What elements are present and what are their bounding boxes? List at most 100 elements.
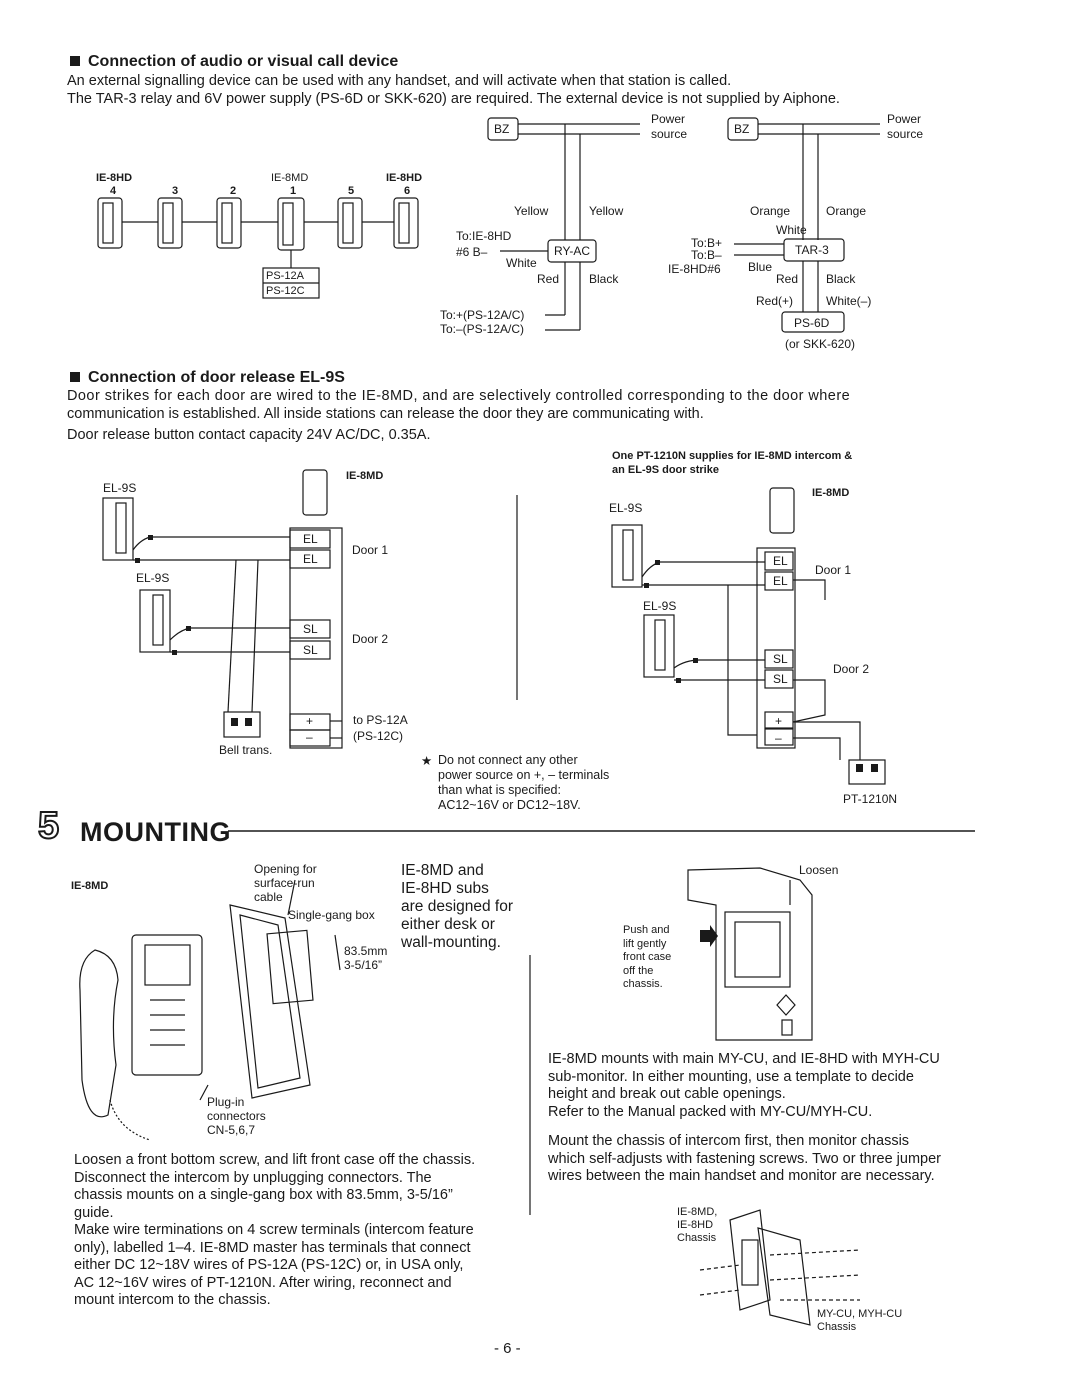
sl-terminal-r1: SL [773,652,788,666]
door-right-el9s-a: EL-9S [609,501,643,515]
page-number: - 6 - [494,1340,521,1357]
el-terminal-2: EL [303,552,318,566]
door-right-ie8md: IE-8MD [812,487,850,499]
ry-ac-box: RY-AC [554,244,591,258]
door-1-right: Door 1 [815,563,852,577]
to-ps12a: to PS-12A [353,713,408,727]
el-terminal-r1: EL [773,554,788,568]
mycu-line: Chassis [817,1321,857,1333]
plug-in-line-1: Plug-in [207,1095,245,1109]
opening-line-1: Opening for [254,862,317,876]
tar-3-box: TAR-3 [795,243,829,257]
door-line-1: Door strikes for each door are wired to … [67,388,851,404]
note-line-4: AC12~16V or DC12~18V. [438,798,581,812]
sl-terminal-r2: SL [773,672,788,686]
b6-label: #6 B– [456,245,488,259]
ps12c-paren: (PS-12C) [353,729,404,743]
plug-in-line-2: connectors [207,1109,266,1123]
door-1-label: Door 1 [352,543,389,557]
pt-caption-2: an EL-9S door strike [612,464,719,476]
bz-right: BZ [734,122,750,136]
paragraph-line: chassis mounts on a single-gang box with… [74,1187,453,1203]
source-right: source [887,127,924,141]
note-line-3: than what is specified: [438,783,561,797]
dim-inch: 3-5/16” [344,958,383,972]
door-2-label: Door 2 [352,632,389,646]
to-plus: To:+(PS-12A/C) [440,308,525,322]
bullet-square-icon [70,56,80,66]
ps12c-label: PS-12C [266,285,305,297]
plug-in-line-3: CN-5,6,7 [207,1123,256,1137]
white-minus: White(–) [826,294,872,308]
door-line-3: Door release button contact capacity 24V… [67,427,431,443]
label-ie8hd: IE-8HD [96,172,133,184]
white-right: White [776,223,807,237]
power-left: Power [651,112,686,126]
door-2-right: Door 2 [833,662,870,676]
paragraph-line: Refer to the Manual packed with MY-CU/MY… [548,1103,873,1120]
red-right: Red [776,272,799,286]
to-minus: To:–(PS-12A/C) [440,322,525,336]
door-right-diagram [611,487,886,785]
minus-terminal: – [306,730,313,744]
intro-line: are designed for [401,898,514,915]
paragraph-line: Make wire terminations on 4 screw termin… [74,1222,474,1238]
plus-terminal: + [306,714,314,728]
paragraph-line: height and break out cable openings. [548,1086,786,1102]
push-caption: Push and lift gently front case off the … [623,924,671,992]
station-3: 3 [172,185,179,197]
intro-line: IE-8HD subs [401,880,489,897]
station-handsets [97,197,419,299]
ps12a-label: PS-12A [266,270,304,282]
paragraph-line: Mount the chassis of intercom first, the… [548,1133,910,1149]
section-title: MOUNTING [80,817,231,847]
ps-6d-box: PS-6D [794,316,830,330]
station-5: 5 [348,185,355,197]
mounting-right-text-2: Mount the chassis of intercom first, the… [548,1133,941,1186]
orange-right: Orange [826,204,867,218]
star-icon: ★ [421,754,433,768]
intro-line: either desk or [401,916,495,933]
station-2: 2 [230,185,237,197]
skk-620-label: (or SKK-620) [785,337,856,351]
paragraph-line: wires between the main handset and monit… [548,1168,935,1184]
door-line-2: communication is established. All inside… [67,406,704,422]
dim-mm: 83.5mm [344,944,388,958]
bell-trans-label: Bell trans. [219,743,273,757]
paragraph-line: guide. [74,1204,114,1221]
section-number: 5 [37,804,60,848]
fig-front-case [687,867,813,1041]
push-line: off the [623,964,654,977]
label-ie8md: IE-8MD [271,172,309,184]
tar-3-wiring [727,117,880,333]
paragraph-line: sub-monitor. In either mounting, use a t… [548,1068,914,1085]
bz-left: BZ [494,122,510,136]
paragraph-line: which self-adjusts with fastening screws… [548,1150,942,1167]
blue-label: Blue [748,260,773,274]
push-line: front case [623,951,672,963]
minus-right: – [775,731,782,745]
single-gang-box: Single-gang box [288,908,375,922]
door-left-el9s-b: EL-9S [136,571,170,585]
station-6: 6 [404,185,411,197]
station-1: 1 [290,185,297,197]
black-label: Black [589,272,619,286]
pt-1210n-label: PT-1210N [843,792,898,806]
opening-line-2: surface-run [254,876,315,890]
door-left-ie8md: IE-8MD [346,470,384,482]
paragraph-line: AC 12~16V wires of PT-1210N. After wirin… [74,1274,452,1291]
push-line: chassis. [623,978,663,990]
yellow-right: Yellow [589,204,624,218]
orange-left: Orange [750,204,791,218]
chassis-line: Chassis [677,1232,717,1244]
white-label: White [506,256,537,270]
note-line-2: power source on +, – terminals [438,768,610,782]
paragraph-line: only), labelled 1–4. IE-8MD master has t… [74,1239,471,1256]
audio-line-1: An external signalling device can be use… [67,73,732,89]
black-right: Black [826,272,856,286]
chassis-line: IE-8MD, [677,1206,718,1218]
audio-line-2: The TAR-3 relay and 6V power supply (PS-… [67,91,840,107]
mounting-left-text: Loosen a front bottom screw, and lift fr… [74,1152,475,1310]
label-ie8hd-b: IE-8HD [386,172,423,184]
door-right-el9s-b: EL-9S [643,599,677,613]
